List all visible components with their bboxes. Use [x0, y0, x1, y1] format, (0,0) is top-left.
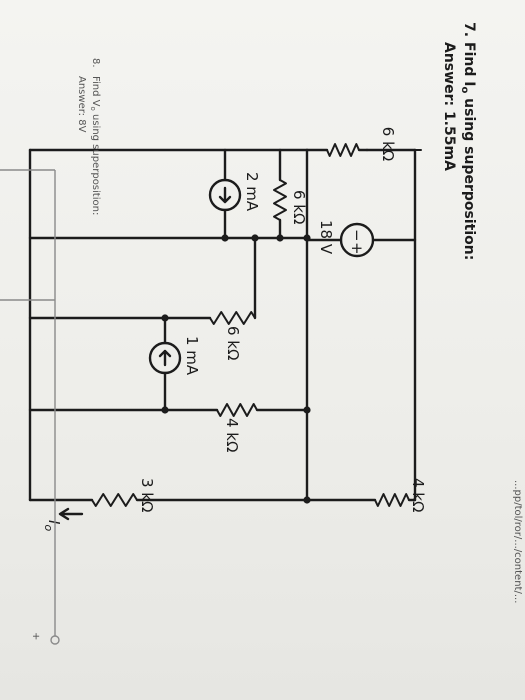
resistor-6k-left: [326, 143, 360, 157]
problem7-answer: Answer: 1.55mA: [441, 42, 457, 171]
current-arrow-2ma: [218, 186, 232, 204]
label-4k-mid: 4 kΩ: [223, 418, 241, 452]
problem8-plus: +: [30, 632, 41, 640]
junction-dot: [161, 314, 169, 322]
io-arrow: [58, 507, 84, 521]
junction-dot: [303, 234, 311, 242]
label-6k-left: 6 kΩ: [379, 127, 397, 161]
problem7-question: Find Io using superposition:: [459, 42, 477, 260]
junction-dot: [303, 406, 311, 414]
label-1ma: 1 mA: [183, 336, 201, 376]
junction-dot: [161, 406, 169, 414]
problem8-question: Find Vo using superposition:: [89, 76, 101, 215]
junction-dot: [221, 234, 229, 242]
problem7-number: 7.: [461, 22, 477, 37]
resistor-6k-center: [209, 311, 256, 325]
current-arrow-1ma: [158, 349, 172, 367]
junction-dot: [303, 496, 311, 504]
label-io: Io: [42, 520, 63, 531]
resistor-4k-top: [374, 493, 410, 507]
problem8: 8. Find Vo using superposition:Answer: 8V…: [0, 58, 101, 645]
problem8-terminal: [50, 635, 60, 645]
resistor-4k-mid: [216, 403, 258, 417]
label-3k: 3 kΩ: [138, 478, 156, 512]
resistor-3k: [91, 493, 138, 507]
label-6k-mid: 6 kΩ: [290, 190, 308, 224]
schematic: 6 kΩ−+18 V4 kΩ6 kΩ2 mA6 kΩ1 mA4 kΩ3 kΩIo…: [0, 58, 427, 645]
label-2ma: 2 mA: [243, 172, 261, 212]
resistor-6k-mid: [273, 179, 287, 221]
junction-dot: [251, 234, 259, 242]
vsrc-plus: +: [348, 242, 366, 255]
label-4k-top: 4 kΩ: [409, 478, 427, 512]
junction-dot: [276, 234, 284, 242]
problem8-answer: Answer: 8V: [76, 76, 87, 133]
problem8-number: 8.: [90, 58, 101, 68]
url-fragment: ...pp/tol/ror/.../content/...: [512, 480, 523, 603]
problem8-wires: [0, 169, 56, 620]
label-18v: 18 V: [317, 220, 335, 255]
label-6k-center: 6 kΩ: [224, 326, 242, 360]
vsrc-minus: −: [348, 229, 366, 242]
